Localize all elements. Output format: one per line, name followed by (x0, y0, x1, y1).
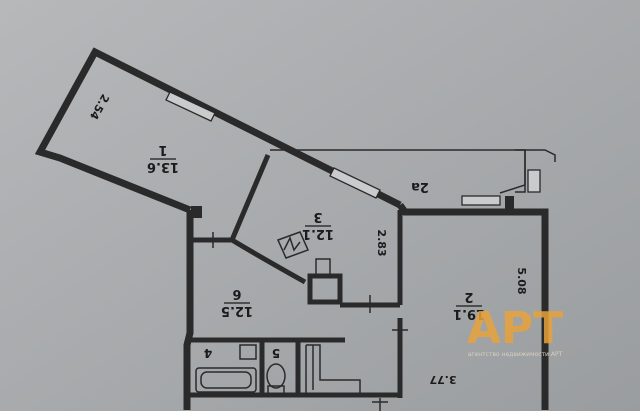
balcony-corner (515, 149, 556, 162)
watermark: АРТ агентство недвижимости АРТ (467, 303, 563, 358)
dimension-2-83: 2.83 (375, 229, 388, 256)
window-room-3 (329, 167, 381, 199)
window-room-2 (461, 195, 501, 206)
wall-room-2-right (397, 202, 549, 410)
room-3-number: 3 (313, 209, 322, 224)
window-balcony (527, 169, 541, 193)
room-1-area: 13.6 (147, 159, 179, 174)
outer-walls (34, 47, 556, 410)
room-1-number: 1 (158, 142, 167, 157)
shaft-top (315, 258, 331, 276)
windows (165, 91, 541, 206)
balcony-edge (499, 150, 526, 194)
wall-room-1 (34, 47, 402, 214)
electric-panel-icon (276, 231, 310, 259)
inner-walls (190, 154, 514, 411)
column-right (505, 196, 514, 210)
watermark-subtitle: агентство недвижимости АРТ (468, 351, 563, 358)
room-1-label: 13.6 1 (147, 142, 179, 174)
room-3-label: 12.1 3 (302, 209, 334, 241)
wall-3-6-curve (230, 237, 307, 285)
room-2-label: 19.1 2 (453, 289, 485, 321)
room-3-area: 12.1 (302, 226, 334, 241)
sink-icon (239, 344, 257, 360)
dimension-3-77: 3.77 (429, 373, 456, 386)
window-room-1 (165, 91, 216, 122)
watermark-logo: АРТ (467, 303, 563, 354)
column-left (191, 206, 202, 218)
ventilation-shaft (307, 273, 343, 305)
toilet-label: 5 (272, 346, 280, 360)
dimension-5-08: 5.08 (515, 267, 528, 294)
room-2-number: 2 (464, 289, 473, 304)
kitchen-counter-icon (305, 344, 361, 395)
balcony-label: 2а (411, 179, 429, 194)
room-6-label: 12.5 6 (221, 286, 253, 318)
toilet-icon (266, 363, 286, 395)
room-6-area: 12.5 (221, 303, 253, 318)
room-2-area: 19.1 (453, 306, 485, 321)
bath-label: 4 (204, 346, 212, 360)
wall-left (183, 210, 194, 410)
wall-1-3 (229, 154, 271, 241)
room-6-number: 6 (232, 286, 241, 301)
bathtub-icon (195, 367, 257, 393)
